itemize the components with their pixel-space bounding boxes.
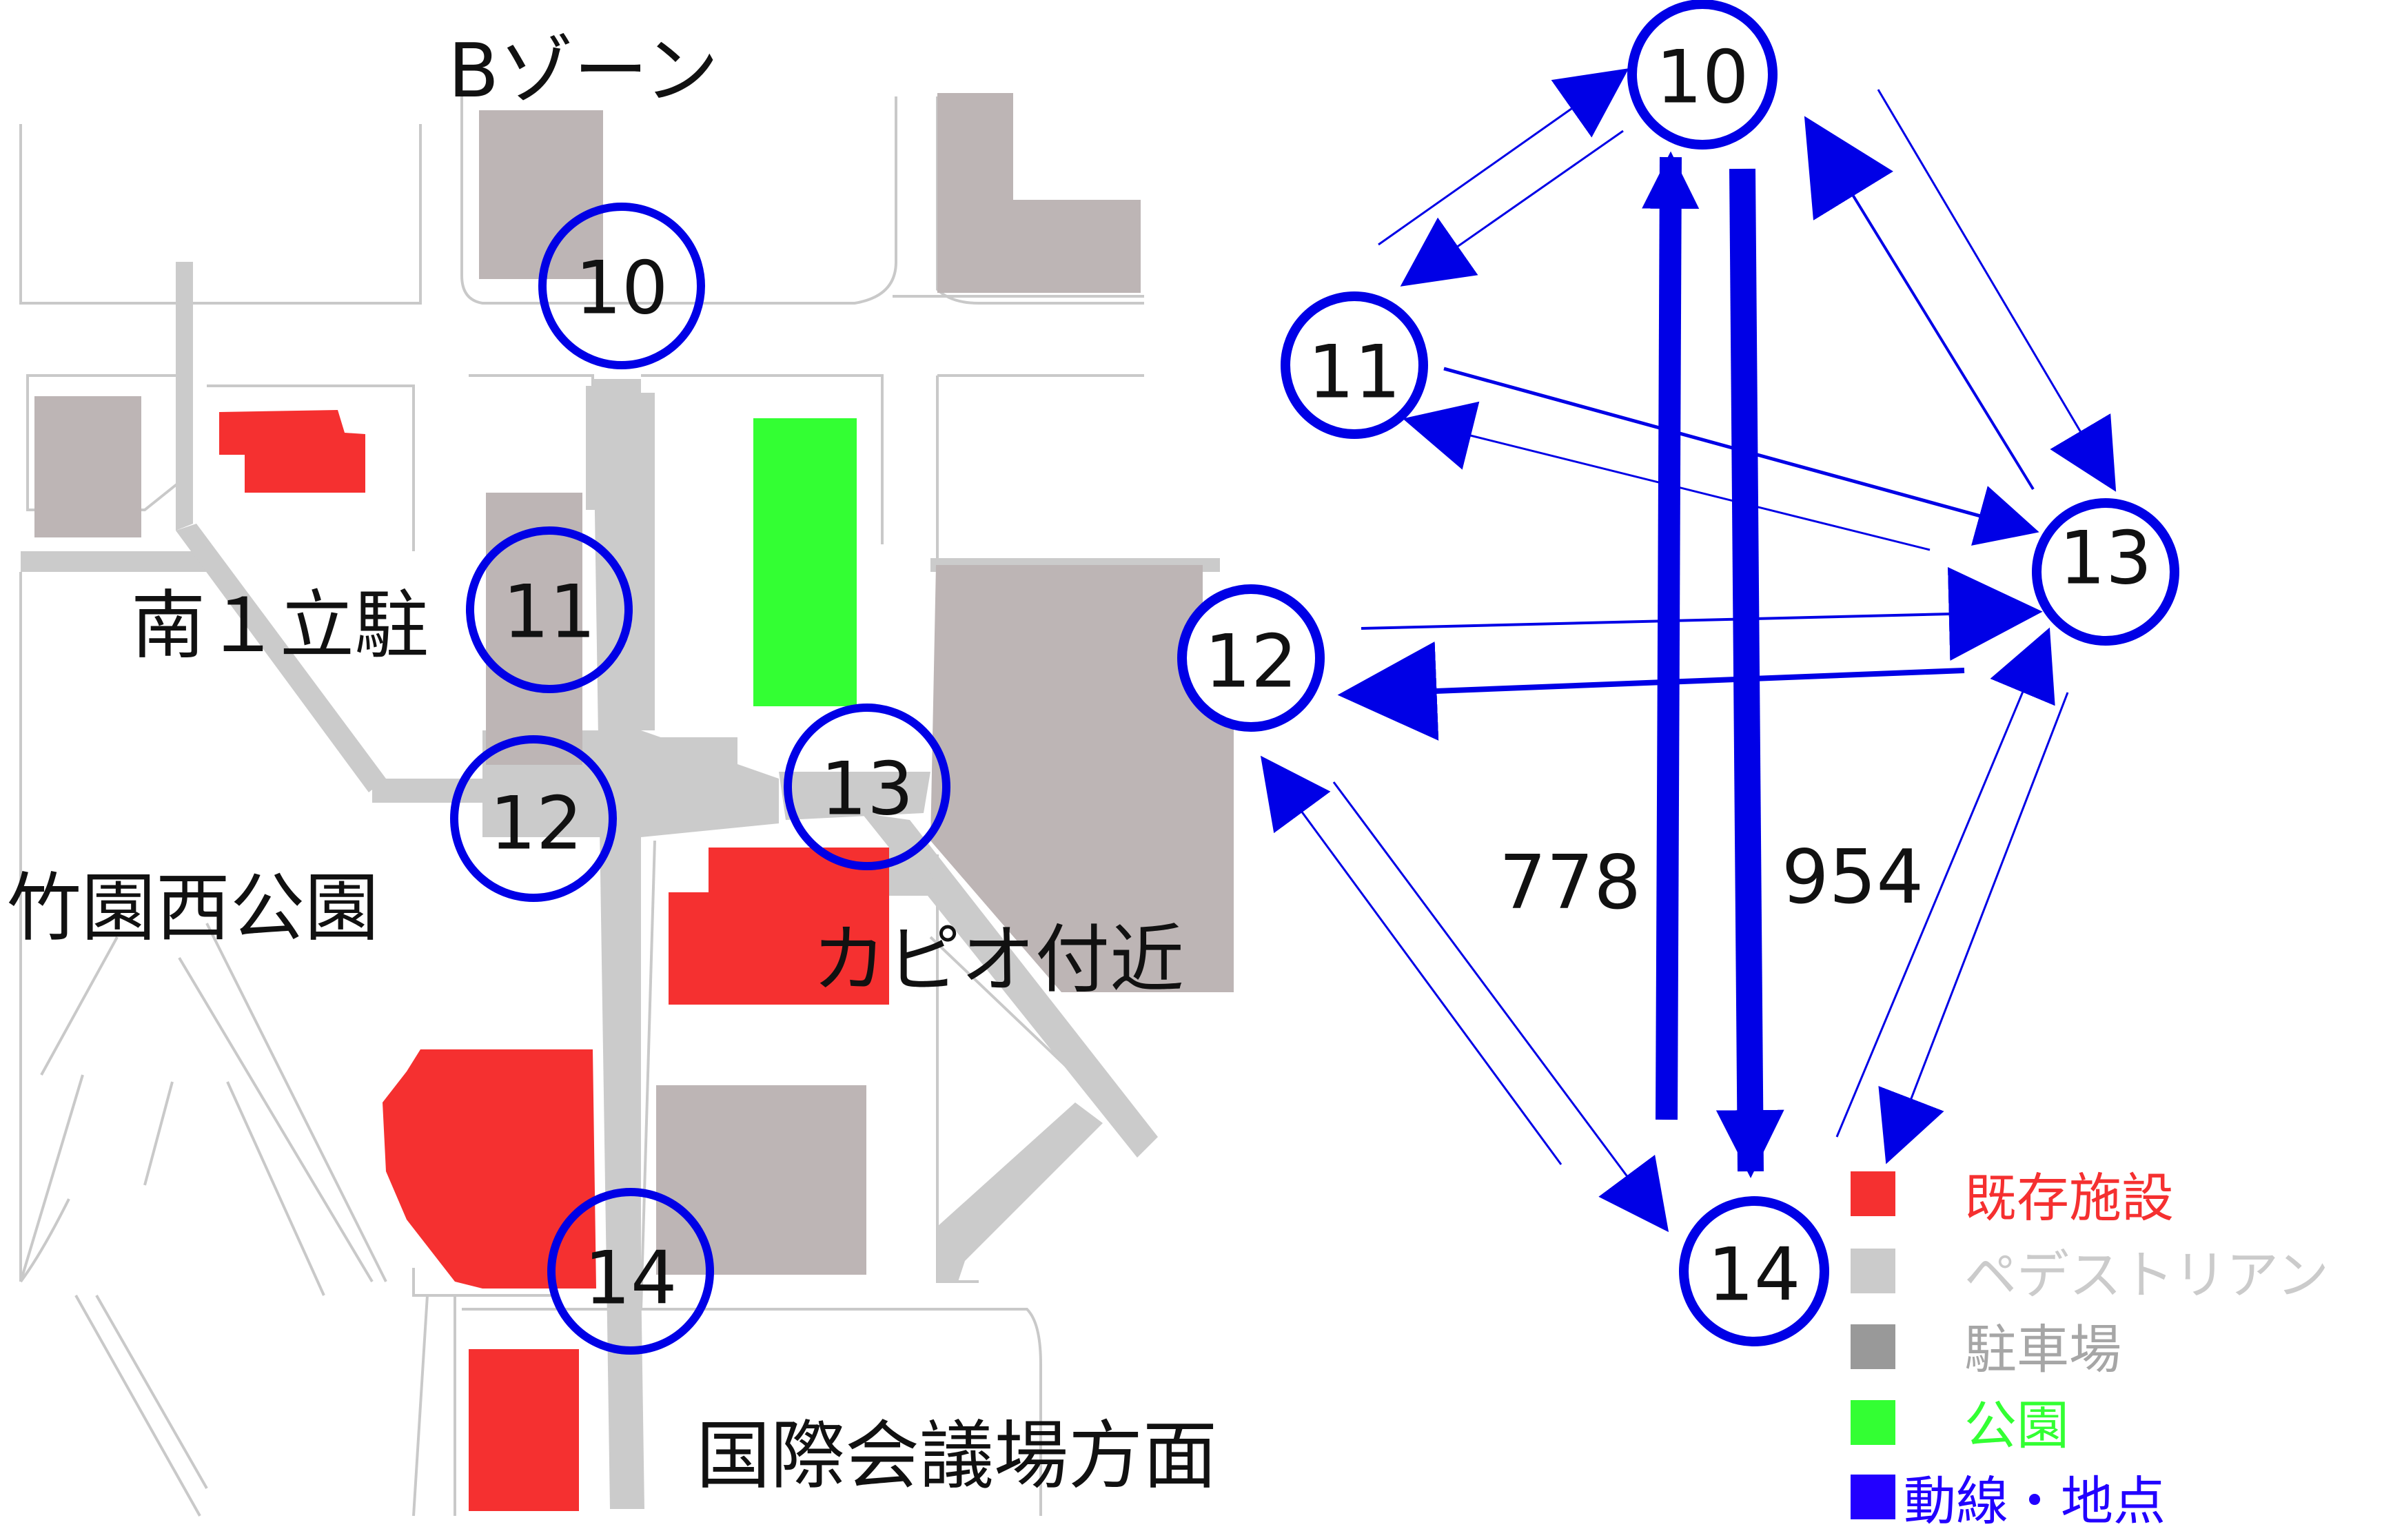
map-point-14-label: 14 (584, 1236, 678, 1321)
flow-label-954: 954 (1782, 834, 1924, 921)
existing-facilities (219, 410, 889, 1511)
label-minami1: 南１立駐 (131, 583, 429, 669)
flow-node-14 (1679, 1196, 1829, 1346)
flow-11-to-13 (1443, 367, 2039, 546)
flow-10-to-14 (1715, 168, 1784, 1178)
flow-13-to-14 (1878, 692, 2069, 1164)
legend: 既存施設 ペデストリアン 駐車場 公園 動線・地点 (1851, 1167, 2329, 1532)
label-b-zone: Bゾーン (448, 28, 719, 114)
map-point-13 (784, 704, 950, 870)
flow-14-to-12 (1260, 755, 1562, 1165)
map-point-13-label: 13 (821, 747, 914, 832)
flow-13-to-11 (1403, 401, 1931, 551)
map-point-numbers: 10 11 12 13 14 (490, 246, 914, 1321)
flow-14-to-10 (1642, 151, 1700, 1120)
flow-diagram: 10 11 12 13 14 778 954 (1177, 0, 2179, 1346)
map-point-11-label: 11 (503, 570, 596, 655)
flow-node-12 (1177, 584, 1325, 732)
flow-12-to-14 (1332, 781, 1669, 1233)
flow-14-to-13 (1835, 627, 2055, 1138)
street-map: 10 11 12 13 14 Bゾーン 南１立駐 竹園西公園 カピオ付近 国際会… (7, 28, 1234, 1517)
label-kokusai: 国際会議場方面 (696, 1413, 1217, 1499)
flow-label-778: 778 (1499, 840, 1641, 926)
legend-label-route: 動線・地点 (1904, 1470, 2166, 1532)
legend-swatch-park (1851, 1400, 1895, 1445)
flow-node-11-label: 11 (1308, 330, 1401, 415)
map-point-10 (538, 203, 705, 369)
flow-13-to-12 (1337, 641, 1965, 741)
flow-13-to-10 (1804, 116, 2035, 491)
label-takezono: 竹園西公園 (7, 865, 379, 952)
parking-lots (34, 93, 1234, 1275)
flow-node-11 (1281, 291, 1428, 439)
park-area (753, 418, 857, 706)
flow-12-to-13 (1361, 567, 2043, 661)
legend-label-park: 公園 (1964, 1395, 2069, 1456)
legend-label-parking: 駐車場 (1964, 1319, 2121, 1380)
flow-node-12-label: 12 (1205, 619, 1298, 704)
legend-swatch-route (1851, 1475, 1895, 1519)
legend-swatch-parking (1851, 1324, 1895, 1369)
legend-swatch-facility (1851, 1171, 1895, 1216)
flow-10-to-11 (1400, 130, 1624, 287)
flow-node-10 (1627, 0, 1778, 150)
label-capio: カピオ付近 (812, 917, 1184, 1003)
legend-label-pedestrian: ペデストリアン (1964, 1244, 2329, 1306)
flow-11-to-10 (1378, 68, 1629, 246)
map-point-12-label: 12 (490, 781, 583, 866)
flow-node-13-label: 13 (2059, 516, 2152, 601)
flow-node-10-label: 10 (1656, 35, 1749, 120)
flow-10-to-13 (1877, 89, 2117, 492)
legend-label-facility: 既存施設 (1964, 1167, 2174, 1229)
map-point-11 (466, 526, 633, 693)
legend-swatch-pedestrian (1851, 1249, 1895, 1293)
map-point-12 (450, 735, 617, 902)
map-point-14 (547, 1188, 714, 1355)
flow-node-13 (2032, 498, 2179, 646)
map-point-10-label: 10 (576, 246, 669, 331)
map-points (450, 203, 950, 1355)
flow-node-14-label: 14 (1708, 1233, 1801, 1317)
